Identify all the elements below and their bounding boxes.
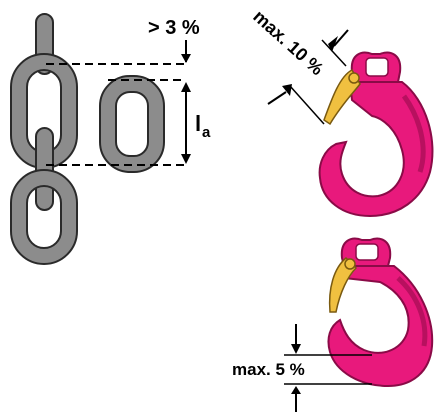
hook-bent-icon [327,237,434,388]
hook-bottom-panel: max. 5 % [232,237,434,412]
length-symbol: l [195,111,201,136]
chain-links-icon [10,13,165,265]
chain-panel: > 3 % l a [10,13,211,265]
length-subscript: a [202,124,211,141]
opening-label: max. 10 % [249,6,327,79]
opening-line-lower [289,85,325,125]
hook-open-icon [318,51,434,218]
opening-line-upper [321,39,347,67]
hook-top-panel: max. 10 % [249,6,434,218]
bend-label: max. 5 % [232,360,305,379]
elongation-label: > 3 % [148,17,200,39]
chain-link-2 [35,127,54,211]
